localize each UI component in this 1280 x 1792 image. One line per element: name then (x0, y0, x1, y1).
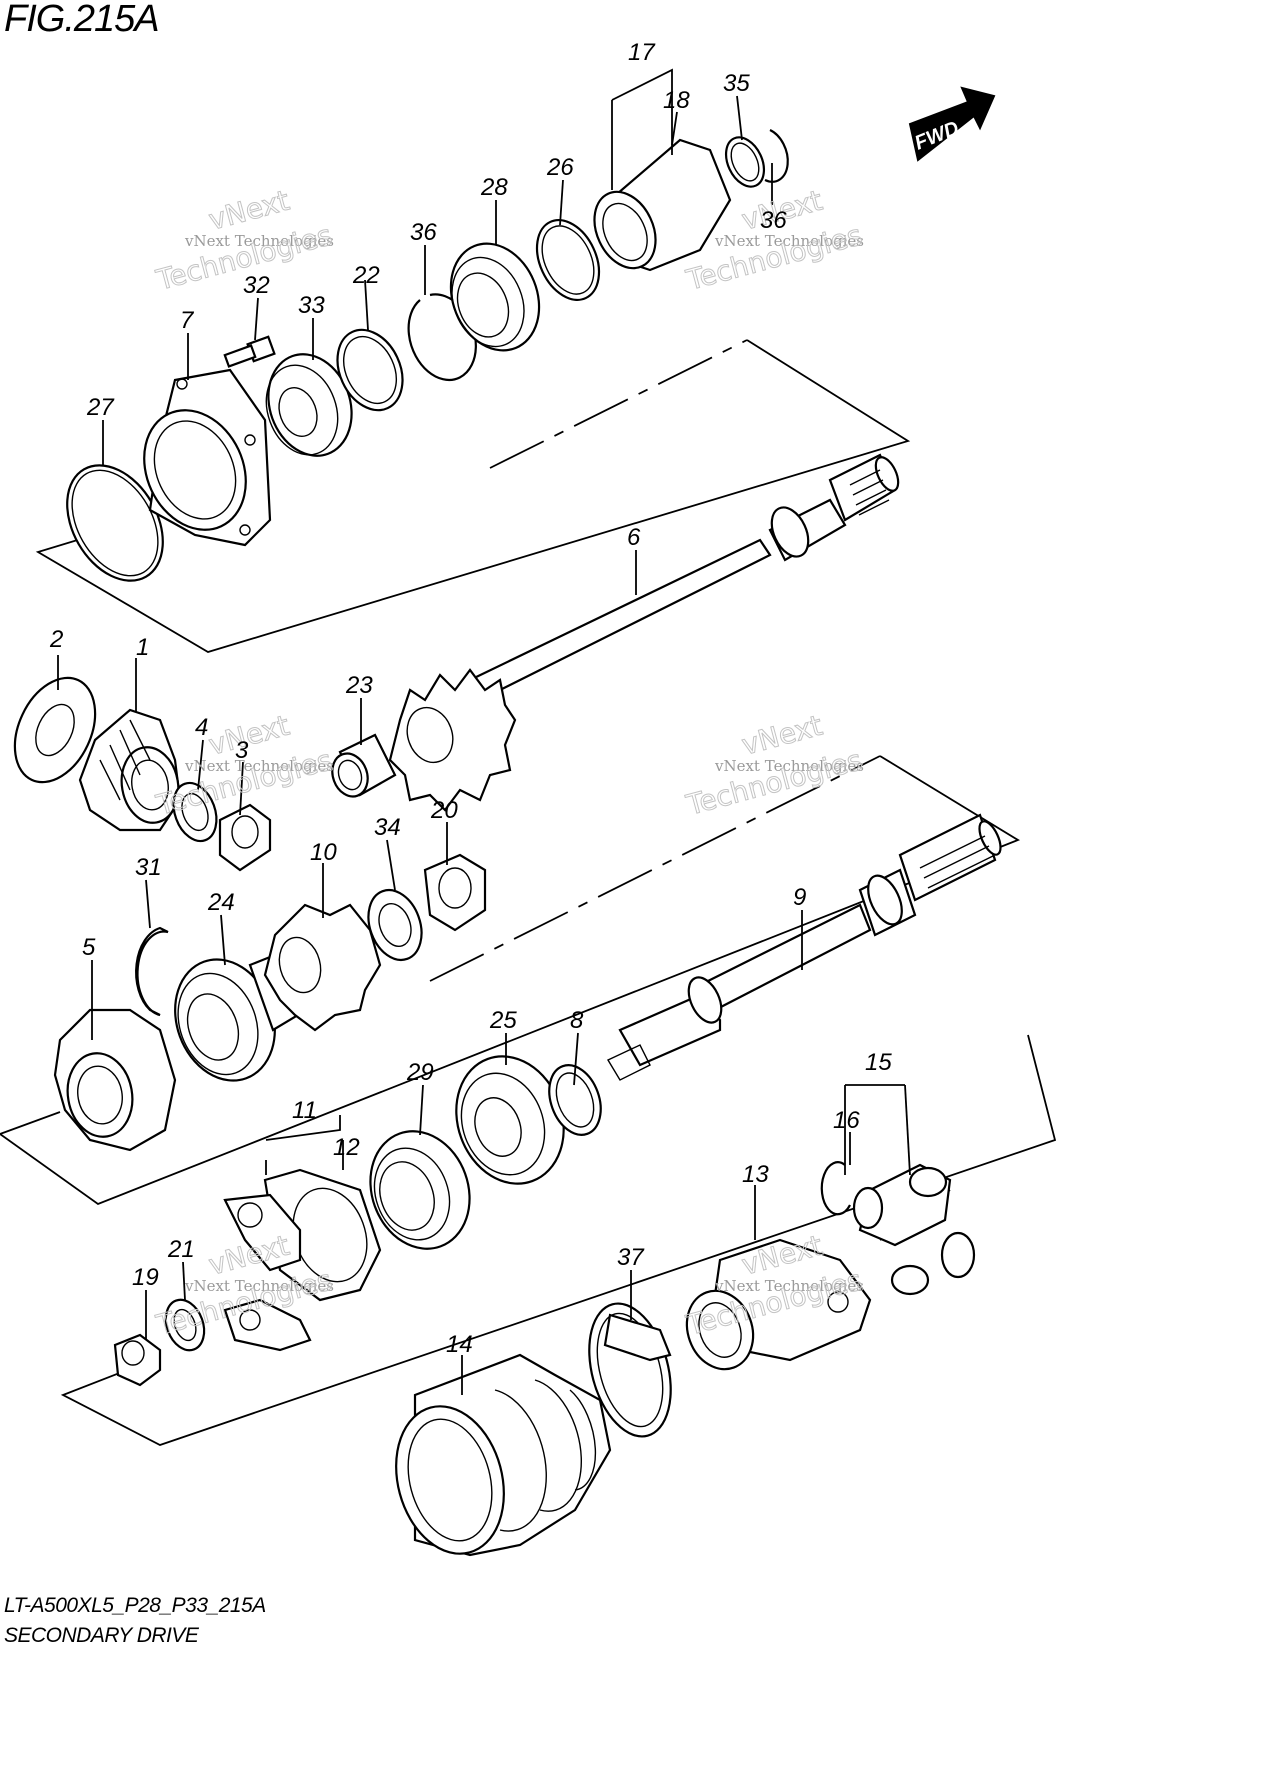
callout-16: 16 (833, 1107, 860, 1134)
callout-35: 35 (723, 70, 750, 97)
part-21-washer (164, 1298, 206, 1352)
callout-29: 29 (406, 1059, 434, 1086)
part-32-bolt (223, 335, 276, 368)
callout-9: 9 (793, 884, 806, 911)
part-9-shaft (607, 813, 1002, 1081)
svg-text:vNext Technologies: vNext Technologies (714, 757, 864, 775)
callout-2: 2 (49, 626, 63, 653)
callout-33: 33 (298, 292, 325, 319)
callout-6: 6 (627, 524, 641, 551)
callout-20: 20 (430, 797, 458, 824)
part-7-housing (143, 368, 272, 547)
callout-labels: 1 2 3 4 5 6 7 8 9 10 11 12 13 14 15 16 1… (49, 39, 892, 1358)
callout-24: 24 (207, 889, 235, 916)
part-34-washer (367, 889, 423, 961)
svg-text:vNext Technologies: vNext Technologies (714, 232, 864, 250)
svg-text:Technologies: Technologies (682, 743, 865, 822)
part-22-ring (336, 328, 404, 412)
part-25-bearing (455, 1055, 565, 1185)
callout-18: 18 (663, 87, 690, 114)
watermark-mid-right: vNext vNext Technologies Technologies (682, 708, 866, 822)
svg-text:vNext: vNext (205, 709, 293, 762)
callout-4: 4 (195, 714, 208, 741)
callout-10: 10 (310, 839, 337, 866)
part-29-oil-seal (369, 1130, 471, 1250)
callout-14: 14 (446, 1331, 473, 1358)
callout-27: 27 (86, 394, 115, 421)
callout-13: 13 (742, 1161, 769, 1188)
svg-text:vNext: vNext (205, 184, 293, 237)
callout-12: 12 (333, 1134, 360, 1161)
part-36-snap-ring (764, 129, 789, 183)
callout-36-top: 36 (410, 219, 437, 246)
callout-22: 22 (352, 262, 380, 289)
callout-36-right: 36 (760, 207, 787, 234)
part-4-washer (172, 781, 218, 843)
part-18-bearing-retainer (593, 138, 732, 272)
callout-26: 26 (546, 154, 574, 181)
callout-8: 8 (570, 1007, 584, 1034)
part-8-ring (548, 1064, 602, 1136)
part-13-slip-yoke (685, 1238, 872, 1371)
callout-1: 1 (136, 634, 149, 661)
part-24-bearing (174, 953, 300, 1082)
part-14-boot (395, 1353, 612, 1557)
svg-text:vNext Technologies: vNext Technologies (184, 757, 334, 775)
watermark-mid-left: vNext vNext Technologies Technologies (152, 708, 336, 822)
part-2-washer (13, 676, 97, 784)
part-31-circlip (135, 926, 169, 1017)
figure-title: FIG.215A (4, 0, 160, 40)
svg-text:vNext: vNext (738, 709, 826, 762)
svg-text:vNext Technologies: vNext Technologies (184, 1277, 334, 1295)
part-11-yoke (223, 1193, 312, 1352)
part-6-shaft (468, 453, 900, 702)
callout-15: 15 (865, 1049, 892, 1076)
part-3-nut (218, 803, 272, 872)
part-33-bearing (265, 353, 353, 457)
callout-11: 11 (292, 1097, 317, 1124)
svg-text:vNext Technologies: vNext Technologies (714, 1277, 864, 1295)
callout-23: 23 (345, 672, 373, 699)
model-code: LT-A500XL5_P28_P33_215A (4, 1594, 266, 1617)
callout-leader-lines (57, 68, 911, 1395)
part-35-ring (724, 136, 766, 188)
part-26-o-ring (535, 219, 601, 301)
callout-31: 31 (135, 854, 162, 881)
callout-7: 7 (180, 307, 195, 334)
callout-32: 32 (243, 272, 270, 299)
callout-3: 3 (235, 737, 249, 764)
part-19-nut (113, 1333, 162, 1387)
part-6-drive-gear (388, 668, 517, 812)
callout-37: 37 (617, 1244, 645, 1271)
part-28-bearing (449, 242, 541, 352)
part-15-spider (852, 1163, 976, 1296)
callout-19: 19 (132, 1264, 159, 1291)
part-10-gear (263, 903, 382, 1032)
callout-17: 17 (628, 39, 656, 66)
part-23-needle-bearing (331, 733, 397, 798)
part-37-clamp (588, 1302, 672, 1438)
part-20-nut (423, 853, 487, 932)
callout-34: 34 (374, 814, 401, 841)
part-5-bevel-gear (53, 1008, 177, 1152)
callout-5: 5 (82, 934, 96, 961)
callout-28: 28 (480, 174, 508, 201)
section-name: SECONDARY DRIVE (4, 1624, 199, 1647)
svg-text:vNext Technologies: vNext Technologies (184, 232, 334, 250)
fwd-direction-badge: FWD (908, 86, 996, 162)
part-16-circlip (820, 1161, 851, 1216)
callout-25: 25 (489, 1007, 517, 1034)
callout-21: 21 (167, 1236, 195, 1263)
part-1-bevel-gear (78, 708, 182, 832)
